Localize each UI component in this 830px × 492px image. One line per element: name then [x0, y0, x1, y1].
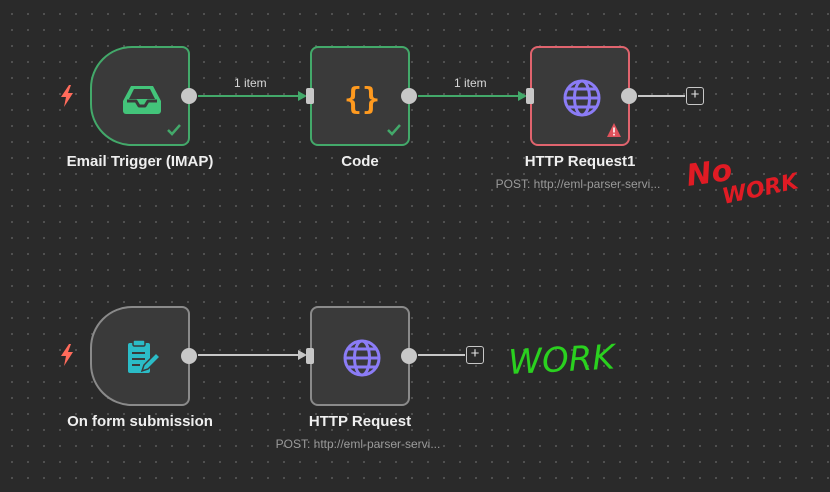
svg-text:{}: {} — [344, 82, 380, 117]
form-trigger-node[interactable] — [90, 306, 197, 406]
http-request1-node[interactable] — [526, 46, 637, 146]
globe-icon — [343, 339, 381, 377]
work-annotation: WORK — [507, 337, 618, 383]
input-port[interactable] — [526, 88, 534, 104]
lightning-bolt-icon — [61, 85, 73, 107]
output-port[interactable] — [621, 88, 637, 104]
no-work-line1: No — [684, 153, 734, 194]
check-icon — [167, 124, 181, 136]
code-node[interactable]: {} — [306, 46, 417, 146]
input-port[interactable] — [306, 88, 314, 104]
http-request-label: HTTP Request — [308, 413, 412, 430]
edge-label-code-to-http1: 1 item — [454, 76, 487, 90]
output-port[interactable] — [181, 88, 197, 104]
edge-label-trigger-to-code: 1 item — [234, 76, 267, 90]
form-edit-icon — [128, 339, 162, 373]
add-node-button[interactable]: + — [686, 87, 704, 105]
form-trigger-label: On form submission — [67, 413, 213, 430]
output-port[interactable] — [401, 348, 417, 364]
http-request1-label: HTTP Request1 — [524, 153, 636, 170]
output-port[interactable] — [181, 348, 197, 364]
work-text: WORK — [507, 337, 618, 383]
email-trigger-label: Email Trigger (IMAP) — [66, 153, 214, 170]
http-request1-subtitle: POST: http://eml-parser-servi... — [495, 177, 661, 191]
http-request-node[interactable] — [306, 306, 417, 406]
input-port[interactable] — [306, 348, 314, 364]
edge-arrow-form-to-http — [298, 350, 307, 360]
http-request-subtitle: POST: http://eml-parser-servi... — [275, 437, 441, 451]
edge-arrow-trigger-to-code — [298, 91, 307, 101]
lightning-bolt-icon — [61, 344, 73, 366]
code-label: Code — [341, 153, 379, 170]
warning-triangle-icon — [607, 123, 621, 137]
curly-braces-icon: {} — [344, 82, 380, 117]
email-trigger-node[interactable] — [90, 46, 197, 146]
add-node-button[interactable]: + — [466, 346, 484, 364]
globe-icon — [563, 79, 601, 117]
output-port[interactable] — [401, 88, 417, 104]
check-icon — [387, 124, 401, 136]
no-work-annotation: No WORK — [684, 153, 802, 210]
inbox-icon — [123, 86, 161, 114]
edge-arrow-code-to-http1 — [518, 91, 527, 101]
